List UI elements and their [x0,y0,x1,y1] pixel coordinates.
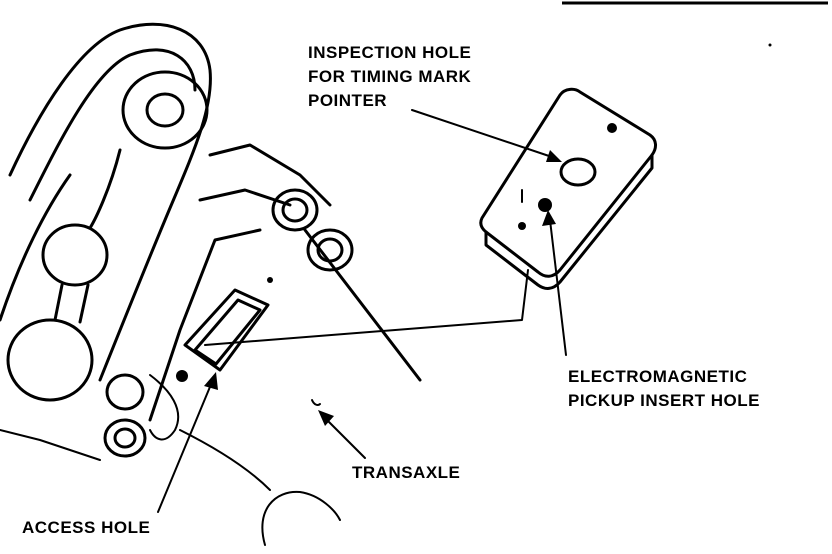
pickup-label-line2: PICKUP INSERT HOLE [568,391,760,410]
inspection-hole-arrow [411,109,562,162]
pickup-label-line1: ELECTROMAGNETIC [568,367,747,386]
pickup-hole-arrow [542,210,567,356]
access-hole-arrow [157,372,218,513]
inspection-hole-label-line1: INSPECTION HOLE [308,43,471,62]
transaxle-arrow [311,399,366,459]
engine-block [0,143,422,461]
transaxle-label: TRANSAXLE [352,463,460,482]
bottom-arc [261,490,341,546]
access-hole-opening [176,277,273,382]
plate-to-hole-leader [204,269,529,346]
access-hole-label: ACCESS HOLE [22,518,150,537]
inspection-hole-label-line2: FOR TIMING MARK [308,67,472,86]
inspection-hole-label-line3: POINTER [308,91,387,110]
belt-drive [0,22,212,402]
pickup-plate [479,87,657,290]
bottom-curve [179,429,271,491]
